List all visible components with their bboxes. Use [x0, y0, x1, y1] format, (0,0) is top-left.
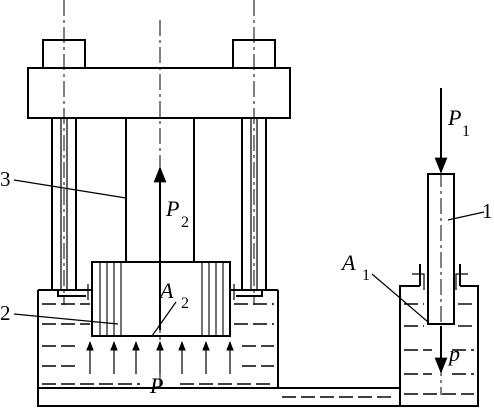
- crossbeam: [27, 67, 291, 119]
- piston-hatching: [99, 262, 224, 336]
- label-area-large: A 2: [158, 278, 189, 312]
- label-pressure-small: p: [447, 341, 460, 366]
- label-part-1: 1: [482, 199, 493, 223]
- svg-text:2: 2: [181, 295, 189, 312]
- svg-text:2: 2: [181, 214, 189, 231]
- svg-text:A: A: [340, 250, 356, 275]
- leader-lines: [13, 179, 485, 337]
- label-force-large: P 2: [165, 196, 189, 231]
- svg-text:1: 1: [362, 267, 370, 284]
- fluid-lines: [42, 303, 474, 398]
- connecting-pipe: [278, 387, 400, 407]
- svg-text:P: P: [447, 105, 461, 130]
- tank-bottom: [37, 388, 278, 407]
- large-cylinder: [37, 284, 279, 389]
- svg-text:P: P: [165, 196, 179, 221]
- pressure-arrows: [86, 341, 234, 374]
- label-part-2: 2: [0, 301, 11, 325]
- label-part-3: 3: [0, 167, 11, 191]
- svg-text:1: 1: [462, 123, 470, 140]
- label-force-small: P 1: [447, 105, 470, 140]
- svg-text:A: A: [158, 278, 174, 303]
- tie-rod-right: [241, 118, 267, 290]
- small-cylinder: [399, 264, 479, 407]
- label-area-small: A 1: [340, 250, 370, 284]
- press-frame: [27, 0, 291, 390]
- label-pressure-fluid: P: [149, 373, 163, 398]
- tie-rod-left: [51, 118, 77, 290]
